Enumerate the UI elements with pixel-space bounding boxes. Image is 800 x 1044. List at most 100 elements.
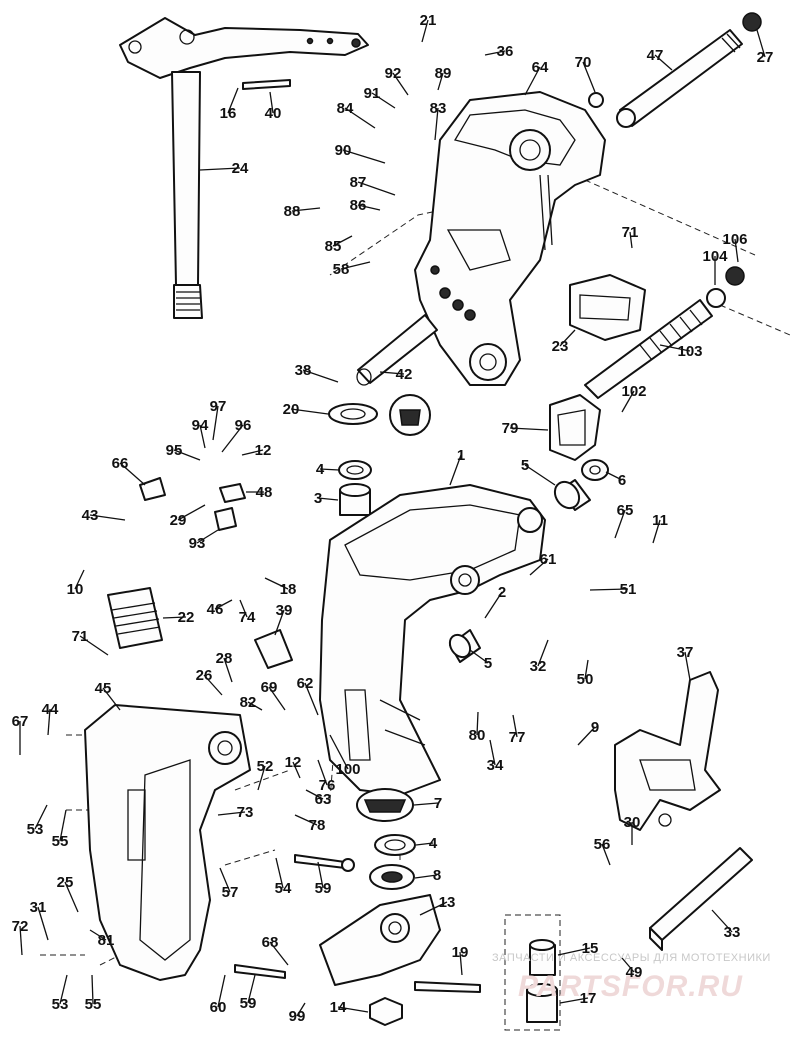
part-number-label: 26 [196, 667, 213, 684]
part-number-label: 79 [502, 420, 519, 437]
tilt-tube [588, 12, 762, 128]
leader-line [614, 509, 626, 539]
lower-yoke-parts [319, 788, 481, 1026]
leader-line [484, 591, 503, 619]
leader-line [173, 449, 201, 461]
part-number-label: 100 [335, 761, 360, 778]
part-number-label: 94 [192, 417, 209, 434]
callout-72: 72 [12, 918, 28, 956]
leader-line [601, 843, 611, 866]
part-number-label: 85 [325, 238, 342, 255]
part-number-label: 58 [333, 261, 350, 278]
callout-13: 13 [419, 894, 456, 916]
part-number-label: 14 [330, 999, 347, 1016]
leader-line [89, 929, 107, 941]
part-number-label: 55 [85, 996, 102, 1013]
trim-rod [569, 266, 745, 399]
leader-line [219, 867, 231, 893]
callout-102: 102 [621, 383, 647, 413]
part-number-label: 89 [435, 65, 452, 82]
part-number-label: 12 [255, 442, 272, 459]
leader-line [484, 50, 506, 56]
leader-line [684, 651, 691, 681]
part-number-label: 22 [178, 609, 195, 626]
leader-line [419, 901, 448, 916]
callout-77: 77 [509, 714, 525, 746]
part-number-label: 5 [521, 457, 529, 474]
part-number-label: 73 [237, 804, 254, 821]
leader-line [269, 941, 289, 966]
callout-57: 57 [219, 867, 238, 901]
part-number-label: 63 [315, 791, 332, 808]
callout-74: 74 [239, 599, 256, 626]
leader-line [559, 329, 576, 347]
bushings-right [448, 459, 609, 663]
leader-line [337, 1006, 369, 1013]
leader-line [421, 19, 429, 43]
callout-4: 4 [415, 835, 438, 852]
part-number-label: 1 [457, 447, 465, 464]
leader-line [212, 405, 219, 441]
leader-line [392, 72, 409, 96]
leader-line [305, 789, 324, 800]
part-number-label: 15 [582, 940, 599, 957]
callout-70: 70 [575, 54, 596, 93]
leader-line [413, 802, 439, 806]
callout-79: 79 [502, 420, 549, 437]
callout-91: 91 [364, 85, 396, 109]
leader-line [214, 599, 233, 610]
part-number-label: 13 [439, 894, 456, 911]
bolts [234, 79, 355, 979]
callout-20: 20 [283, 401, 329, 418]
leader-line [589, 588, 629, 591]
leader-line [557, 947, 591, 956]
leader-line [247, 974, 256, 1004]
callout-85: 85 [325, 235, 353, 255]
callout-65: 65 [614, 502, 633, 539]
callout-33: 33 [711, 909, 740, 941]
part-number-label: 48 [256, 484, 273, 501]
leader-line [290, 408, 329, 415]
small-brackets [139, 477, 293, 669]
callout-12: 12 [285, 754, 301, 779]
leader-line [379, 371, 405, 375]
callout-24: 24 [199, 160, 249, 177]
part-number-label: 32 [530, 658, 547, 675]
part-number-label: 54 [275, 880, 292, 897]
callout-82: 82 [240, 694, 263, 711]
part-number-label: 88 [284, 203, 301, 220]
leader-line [537, 639, 549, 667]
callout-89: 89 [435, 65, 452, 91]
part-number-label: 69 [261, 679, 278, 696]
callout-96: 96 [221, 417, 252, 453]
part-number-label: 56 [594, 836, 611, 853]
leader-line [291, 207, 321, 212]
part-number-label: 50 [577, 671, 594, 688]
part-number-label: 64 [532, 59, 549, 76]
leader-line [317, 759, 328, 786]
leader-line [221, 424, 244, 453]
callout-103: 103 [659, 343, 703, 360]
part-number-label: 10 [67, 581, 84, 598]
leader-line [257, 765, 266, 791]
part-number-label: 53 [52, 996, 69, 1013]
part-number-label: 17 [580, 990, 597, 1007]
leader-line [247, 701, 263, 711]
leader-line [357, 181, 396, 196]
part-number-label: 66 [112, 455, 129, 472]
part-number-label: 96 [235, 417, 252, 434]
leader-line [559, 997, 589, 1004]
washers-bushings-left [328, 394, 431, 516]
callout-63: 63 [305, 789, 332, 808]
part-number-label: 42 [396, 366, 413, 383]
part-number-label: 44 [42, 701, 59, 718]
swivel-bracket [414, 91, 606, 386]
callout-40: 40 [265, 91, 281, 122]
leader-line [199, 424, 206, 449]
callout-49: 49 [621, 957, 642, 981]
leader-line [584, 659, 589, 680]
leader-line [19, 925, 23, 956]
part-number-label: 103 [677, 343, 702, 360]
callout-21: 21 [420, 12, 436, 43]
